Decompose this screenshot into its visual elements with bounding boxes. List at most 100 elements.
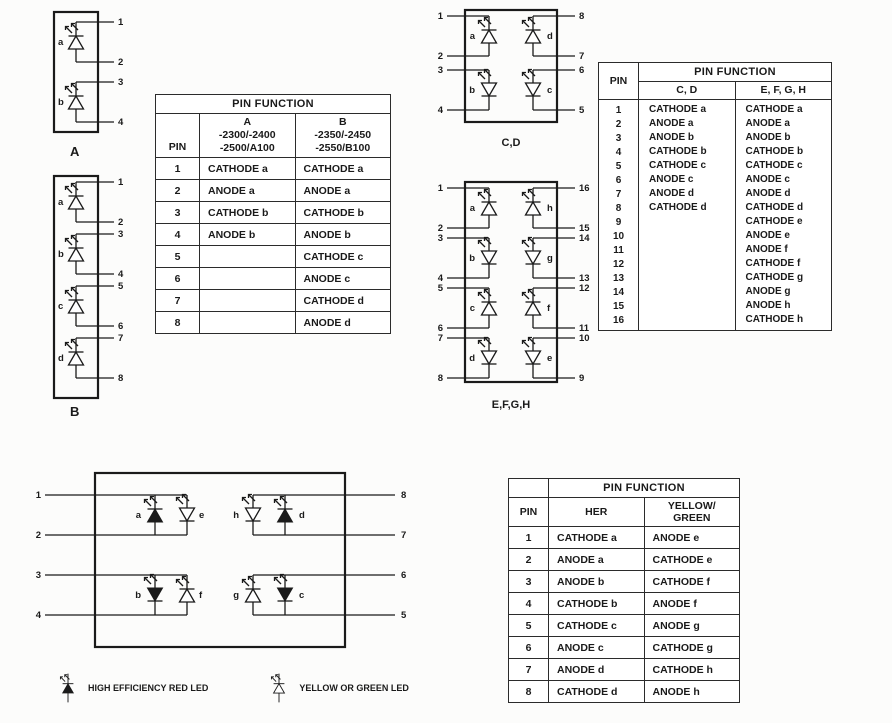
table-row: 7 ANODE d ANODE d xyxy=(598,187,832,201)
table-row: 1 CATHODE a CATHODE a xyxy=(598,99,832,117)
pin-number-cell: 3 xyxy=(155,201,200,224)
diode-letter: c xyxy=(58,301,63,312)
pin-number-cell: 16 xyxy=(598,313,639,331)
diode-letter: g xyxy=(233,590,239,601)
yg-line-2: GREEN xyxy=(673,512,711,524)
pin-label: 12 xyxy=(579,283,590,294)
table-row: 2 ANODE a ANODE a xyxy=(155,179,391,202)
package-cd-diagram: 1 2 3 4 8 7 6 5 a d b c C,D xyxy=(425,4,597,159)
function-yellow-green-cell: ANODE e xyxy=(643,526,740,549)
pin-label: 2 xyxy=(118,217,123,228)
pin-number-cell: 5 xyxy=(598,159,639,173)
column-header-a: A -2300/-2400 -2500/A100 xyxy=(199,113,296,158)
function-efgh-cell: ANODE h xyxy=(734,299,832,313)
table-row: 7 CATHODE d xyxy=(155,289,391,312)
pin-function-table-bicolor: PIN FUNCTION PIN HER YELLOW/ GREEN 1 CAT… xyxy=(508,478,740,703)
diode-letter: d xyxy=(299,510,305,521)
function-a-cell: CATHODE a xyxy=(199,157,296,180)
table-row: 2 ANODE a CATHODE e xyxy=(508,548,740,571)
table-row: 3 ANODE b ANODE b xyxy=(598,131,832,145)
diode-letter: g xyxy=(547,253,553,264)
table-row: 4 CATHODE b CATHODE b xyxy=(598,145,832,159)
pin-label: 14 xyxy=(579,233,590,244)
pin-label: 3 xyxy=(118,229,123,240)
pin-label: 9 xyxy=(579,373,584,384)
table-row: 3 CATHODE b CATHODE b xyxy=(155,201,391,224)
function-cd-cell xyxy=(638,229,736,243)
pin-number-cell: 12 xyxy=(598,257,639,271)
package-label: A xyxy=(70,144,80,159)
function-yellow-green-cell: CATHODE h xyxy=(643,658,740,681)
pin-label: 7 xyxy=(579,51,584,62)
legend: HIGH EFFICIENCY RED LED YELLOW OR GREEN … xyxy=(55,673,409,703)
table-row: 16 CATHODE h xyxy=(598,313,832,331)
function-her-cell: ANODE d xyxy=(548,658,645,681)
function-cd-cell xyxy=(638,257,736,271)
pin-number-cell: 14 xyxy=(598,285,639,299)
function-b-cell: ANODE d xyxy=(294,311,391,334)
pin-label: 5 xyxy=(579,105,585,116)
function-a-cell: CATHODE b xyxy=(199,201,296,224)
col-b-parts-1: -2350/-2450 xyxy=(314,129,372,141)
pin-label: 6 xyxy=(118,321,123,332)
pin-number-cell: 3 xyxy=(598,131,639,145)
her-led-icon xyxy=(55,673,81,703)
diode-letter: b xyxy=(469,253,475,264)
diode-letter: c xyxy=(470,303,475,314)
function-b-cell: CATHODE d xyxy=(294,289,391,312)
pin-number-cell: 7 xyxy=(155,289,200,312)
pin-number-cell: 2 xyxy=(598,117,639,131)
function-yellow-green-cell: ANODE f xyxy=(643,592,740,615)
function-a-cell xyxy=(199,245,296,268)
function-cd-cell: CATHODE d xyxy=(638,201,736,215)
col-b-parts-2: -2550/B100 xyxy=(315,142,371,154)
function-her-cell: ANODE a xyxy=(548,548,645,571)
pin-column-header: PIN xyxy=(155,113,200,158)
pin-number-cell: 5 xyxy=(155,245,200,268)
pin-number-cell: 2 xyxy=(508,548,549,571)
pin-label: 1 xyxy=(36,490,42,501)
table-row: 6 ANODE c xyxy=(155,267,391,290)
diode-letter: b xyxy=(469,85,475,96)
function-cd-cell: ANODE b xyxy=(638,131,736,145)
function-b-cell: ANODE c xyxy=(294,267,391,290)
pin-number-cell: 4 xyxy=(508,592,549,615)
function-her-cell: CATHODE c xyxy=(548,614,645,637)
pin-number-cell: 10 xyxy=(598,229,639,243)
table-row: 7 ANODE d CATHODE h xyxy=(508,658,740,681)
function-b-cell: ANODE b xyxy=(294,223,391,246)
pin-number-cell: 4 xyxy=(155,223,200,246)
function-cd-cell xyxy=(638,271,736,285)
pin-label: 5 xyxy=(118,281,124,292)
function-efgh-cell: CATHODE d xyxy=(734,201,832,215)
diode-letter: a xyxy=(58,197,64,208)
table-row: 14 ANODE g xyxy=(598,285,832,299)
function-yellow-green-cell: CATHODE g xyxy=(643,636,740,659)
function-her-cell: CATHODE a xyxy=(548,526,645,549)
pin-label: 8 xyxy=(401,490,406,501)
table-row: 8 ANODE d xyxy=(155,311,391,334)
table-row: 3 ANODE b CATHODE f xyxy=(508,570,740,593)
pin-number-cell: 1 xyxy=(598,99,639,117)
diode-letter: a xyxy=(136,510,142,521)
pin-number-cell: 6 xyxy=(155,267,200,290)
pin-number-cell: 1 xyxy=(155,157,200,180)
legend-label-her: HIGH EFFICIENCY RED LED xyxy=(88,683,209,693)
function-a-cell: ANODE a xyxy=(199,179,296,202)
function-b-cell: CATHODE a xyxy=(294,157,391,180)
function-cd-cell xyxy=(638,243,736,257)
diode-letter: h xyxy=(547,203,553,214)
package-label: B xyxy=(70,404,79,419)
table-row: 15 ANODE h xyxy=(598,299,832,313)
function-a-cell xyxy=(199,267,296,290)
function-efgh-cell: CATHODE b xyxy=(734,145,832,159)
pin-label: 2 xyxy=(438,51,443,62)
function-efgh-cell: ANODE c xyxy=(734,173,832,187)
pin-column-header: PIN xyxy=(598,62,639,100)
pin-label: 4 xyxy=(118,269,124,280)
table-row: 6 ANODE c CATHODE g xyxy=(508,636,740,659)
function-efgh-cell: ANODE a xyxy=(734,117,832,131)
col-a-parts-1: -2300/-2400 xyxy=(218,129,276,141)
pin-label: 2 xyxy=(36,530,41,541)
